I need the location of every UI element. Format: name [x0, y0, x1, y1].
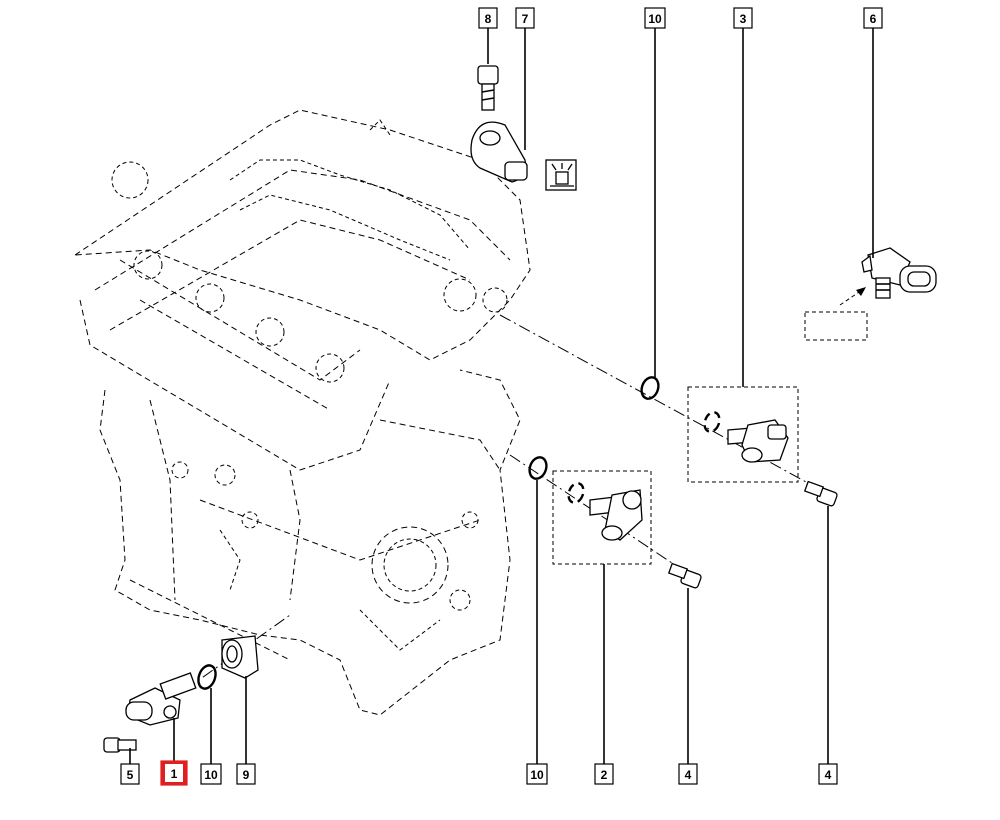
callout-6[interactable]: 6	[863, 7, 883, 29]
svg-text:6: 6	[870, 12, 877, 26]
svg-text:2: 2	[601, 768, 608, 782]
piston-torque-icon	[545, 159, 577, 191]
o-ring-middle	[528, 456, 548, 480]
svg-text:10: 10	[648, 12, 662, 26]
callout-5[interactable]: 5	[120, 763, 140, 785]
bolt-middle-right	[667, 562, 702, 589]
callout-4-mid[interactable]: 4	[678, 763, 698, 785]
callout-4-right[interactable]: 4	[818, 763, 838, 785]
camshaft-sensor-group-box	[687, 386, 799, 483]
callout-10-lower-mid[interactable]: 10	[526, 763, 548, 785]
callout-9[interactable]: 9	[236, 763, 256, 785]
bolt-upper-right	[803, 480, 838, 507]
svg-text:10: 10	[204, 768, 218, 782]
callout-3[interactable]: 3	[733, 7, 753, 29]
svg-text:4: 4	[685, 768, 692, 782]
callout-2[interactable]: 2	[594, 763, 614, 785]
knock-sensor-bolt	[477, 65, 499, 111]
pressure-sensor	[861, 247, 937, 299]
svg-text:3: 3	[740, 12, 747, 26]
svg-text:1: 1	[171, 767, 178, 781]
svg-text:4: 4	[825, 768, 832, 782]
sensor-adapter	[221, 635, 259, 679]
callout-8[interactable]: 8	[478, 7, 498, 29]
sensor-group-2-box	[552, 470, 652, 565]
callout-1-highlighted[interactable]: 1	[160, 760, 188, 786]
callout-7[interactable]: 7	[515, 7, 535, 29]
leader-lines	[129, 28, 874, 764]
o-ring-lower	[197, 664, 217, 690]
callout-10-top[interactable]: 10	[644, 7, 666, 29]
crankshaft-sensor	[125, 672, 197, 726]
o-ring-upper	[640, 376, 660, 400]
svg-text:10: 10	[530, 768, 544, 782]
svg-text:8: 8	[485, 12, 492, 26]
svg-text:5: 5	[127, 768, 134, 782]
knock-sensor	[470, 121, 528, 183]
svg-text:7: 7	[522, 12, 529, 26]
callout-10-lower-left[interactable]: 10	[200, 763, 222, 785]
svg-text:9: 9	[243, 768, 250, 782]
axis-lines	[184, 314, 831, 691]
engine-block-outline	[73, 109, 531, 716]
pressure-sensor-location-box	[804, 287, 868, 341]
bolt-lower-left	[103, 737, 137, 753]
